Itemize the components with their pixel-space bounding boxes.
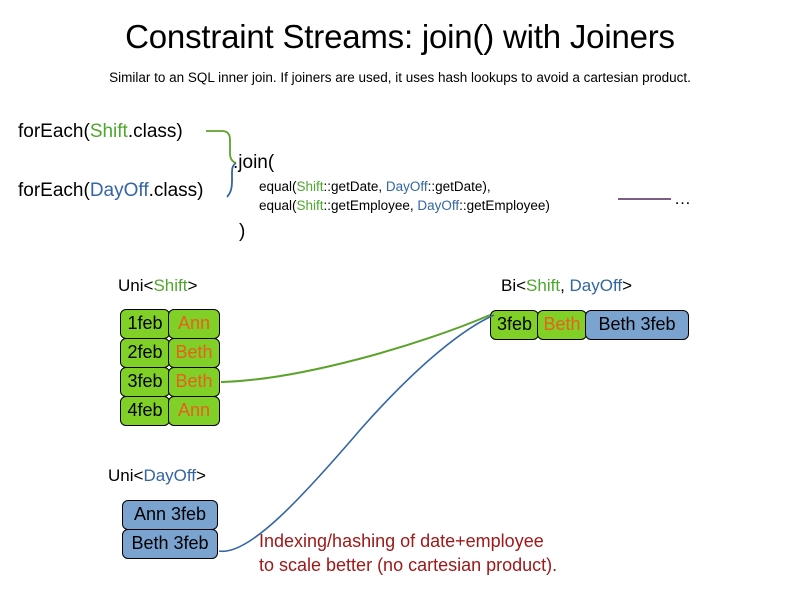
bi-separator: , [560,276,570,295]
bi-pair-cell: Beth 3feb [585,310,689,340]
table-row: 1feb Ann [120,309,220,339]
foreach-dayoff-type: DayOff [89,180,149,201]
code-join-close: ) [239,221,246,242]
ellipsis-label: … [674,189,691,208]
page-title: Constraint Streams: join() with Joiners [125,18,675,55]
table-row: 4feb Ann [120,396,220,426]
equal-employee-right-method: ::getEmployee) [459,198,550,213]
bi-suffix: > [622,276,633,295]
equal-employee-left-method: ::getEmployee, [323,198,418,213]
uni-shift-prefix: Uni< [118,276,154,295]
table-row: 2feb Beth [120,338,220,368]
shift-name-cell: Beth [168,367,220,397]
uni-shift-suffix: > [187,276,198,295]
list-item: Beth 3feb [122,529,218,559]
code-foreach-dayoff: forEach(DayOff.class) [18,180,204,202]
connector-shift-fact-to-bi [220,314,491,383]
caption-bi: Bi<Shift, DayOff> [501,276,632,296]
uni-dayoff-type: DayOff [143,466,197,485]
bi-tuple-stack: 3feb Beth Beth 3feb [490,310,689,340]
foreach-shift-type: Shift [89,121,128,142]
equal-date-right-method: ::getDate), [427,179,491,194]
bi-name-cell: Beth [537,310,587,340]
uni-dayoff-suffix: > [196,466,206,485]
bi-prefix: Bi< [501,276,527,295]
shift-name-cell: Ann [168,396,220,426]
code-join-open: .join( [233,152,275,173]
footnote-note: Indexing/hashing of date+employee to sca… [259,529,557,577]
caption-uni-shift: Uni<Shift> [118,276,197,296]
shift-date-cell: 1feb [120,309,170,339]
table-row: 3feb Beth Beth 3feb [490,310,689,340]
shift-date-cell: 3feb [120,367,170,397]
equal-employee-left-type: Shift [296,198,324,213]
code-foreach-shift: forEach(Shift.class) [18,121,183,143]
uni-dayoff-prefix: Uni< [108,466,144,485]
bi-date-cell: 3feb [490,310,539,340]
equal-date-left-method: ::getDate, [323,179,386,194]
foreach-shift-prefix: forEach( [18,121,90,142]
code-equal-employee: equal(Shift::getEmployee, DayOff::getEmp… [259,198,550,213]
uni-shift-stack: 1feb Ann 2feb Beth 3feb Beth 4feb Ann [120,309,220,426]
shift-name-cell: Beth [168,338,220,368]
foreach-dayoff-prefix: forEach( [18,180,90,201]
equal-employee-right-type: DayOff [417,198,460,213]
equal-date-prefix: equal( [259,179,297,194]
footnote-line-1: Indexing/hashing of date+employee [259,531,544,551]
shift-date-cell: 2feb [120,338,170,368]
uni-shift-type: Shift [153,276,188,295]
foreach-shift-suffix: .class) [127,121,183,142]
connector-dayoff-fact-to-bi [218,314,495,553]
connector-shift-to-join [206,130,237,164]
dayoff-pair-cell: Beth 3feb [122,529,218,559]
bi-type-b: DayOff [569,276,623,295]
page-subtitle: Similar to an SQL inner join. If joiners… [109,70,691,85]
dayoff-pair-cell: Ann 3feb [122,500,218,530]
shift-name-cell: Ann [168,309,220,339]
caption-uni-dayoff: Uni<DayOff> [108,466,206,486]
equal-date-right-type: DayOff [385,179,428,194]
purple-rule-divider [618,198,671,200]
code-equal-date: equal(Shift::getDate, DayOff::getDate), [259,179,491,194]
foreach-dayoff-suffix: .class) [148,180,204,201]
bi-type-a: Shift [526,276,561,295]
equal-date-left-type: Shift [296,179,324,194]
equal-employee-prefix: equal( [259,198,297,213]
list-item: Ann 3feb [122,500,218,530]
uni-dayoff-stack: Ann 3feb Beth 3feb [122,500,218,559]
footnote-line-2: to scale better (no cartesian product). [259,555,558,575]
shift-date-cell: 4feb [120,396,170,426]
table-row: 3feb Beth [120,367,220,397]
